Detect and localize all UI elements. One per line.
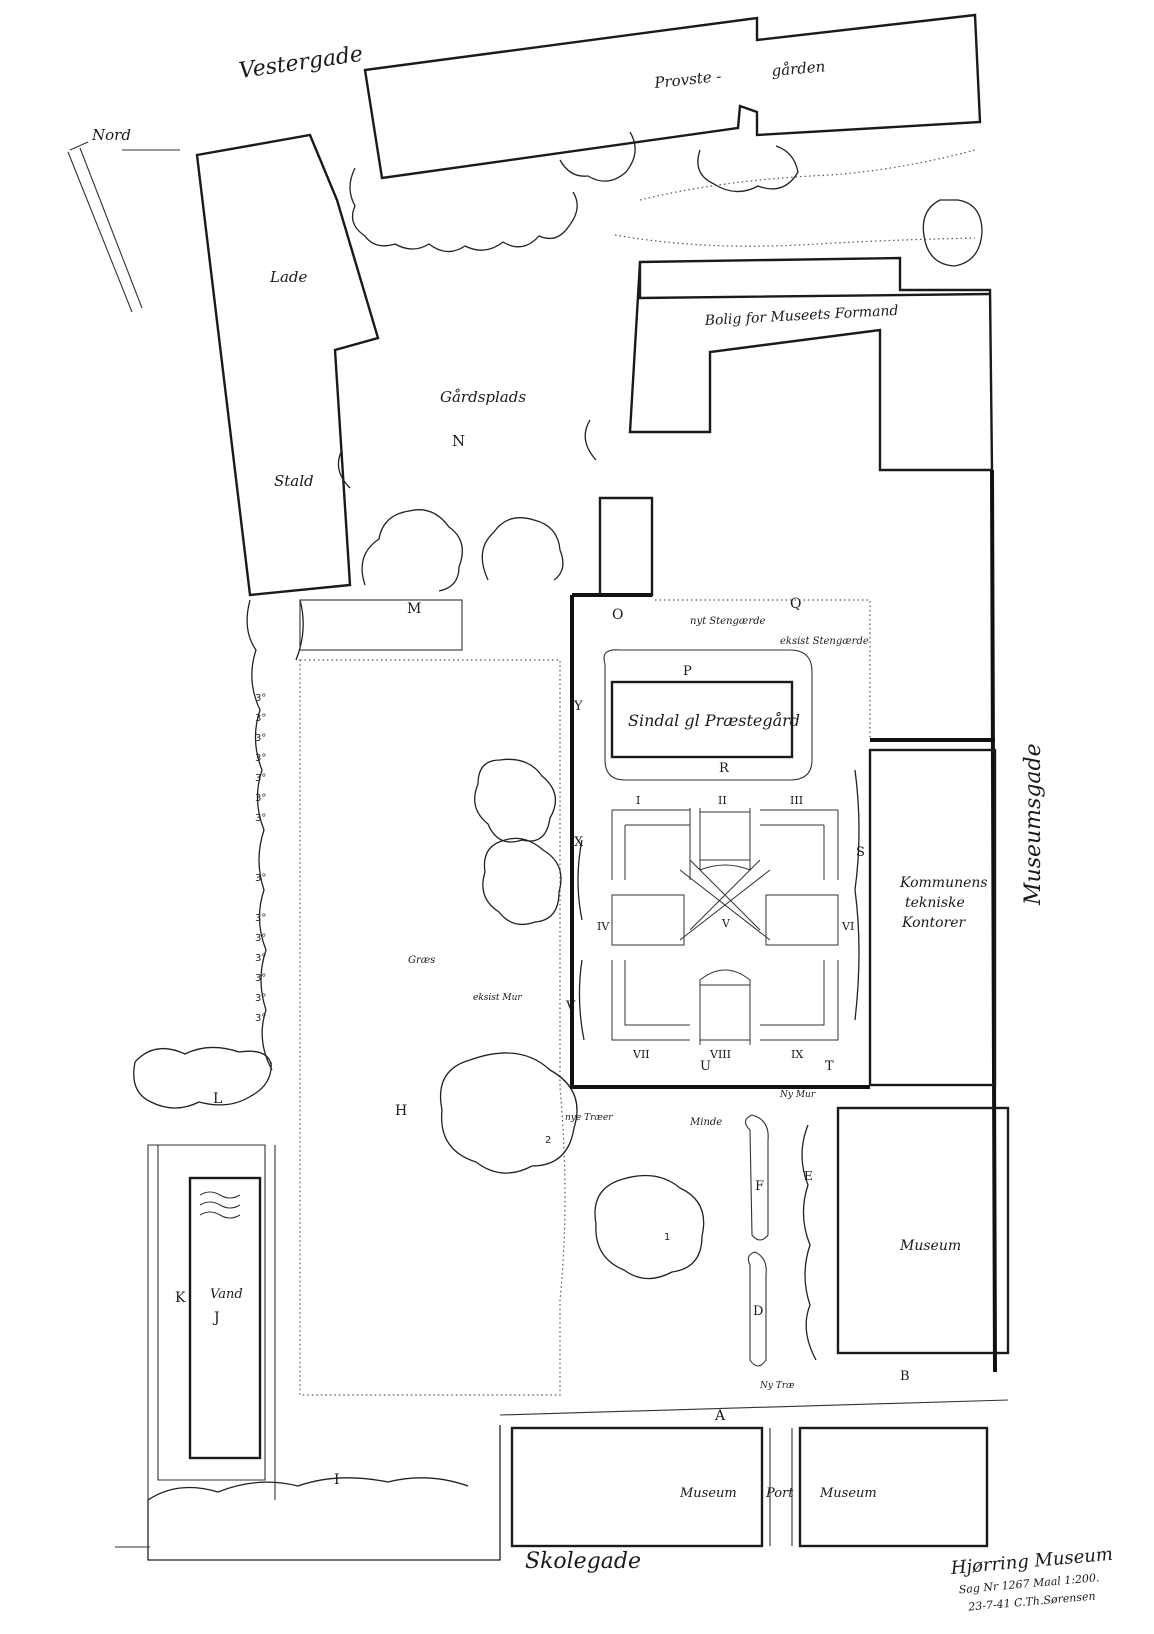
- building-provstegaarden: [363, 13, 982, 180]
- parterre: [611, 808, 839, 1045]
- zone-M: M: [407, 601, 421, 617]
- street-museumsgade: Museumsgade: [1021, 743, 1046, 906]
- provstegaarden-label-1: Provste -: [653, 67, 723, 92]
- svg-text:3°: 3°: [255, 973, 266, 984]
- svg-text:3°: 3°: [255, 713, 266, 724]
- garden-IV: IV: [597, 920, 610, 933]
- note-ny-trae: Ny Træ: [759, 1381, 795, 1391]
- zone-R: R: [719, 761, 730, 776]
- sindal-label: Sindal gl Præstegård: [628, 711, 800, 730]
- note-ny-mur: Ny Mur: [779, 1090, 816, 1100]
- kommunens-label-2: tekniske: [905, 895, 965, 911]
- zone-Q: Q: [790, 596, 801, 612]
- street-vestergade: Vestergade: [237, 42, 364, 84]
- svg-text:3°: 3°: [255, 813, 266, 824]
- zone-S: S: [856, 845, 865, 860]
- svg-text:2: 2: [545, 1135, 551, 1146]
- title-block: Hjørring Museum Sag Nr 1267 Maal 1:200. …: [949, 1544, 1114, 1614]
- garden-VI: VI: [841, 920, 854, 933]
- note-eksist-stengaerde: eksist Stengærde: [780, 636, 869, 647]
- garden-VII: VII: [632, 1048, 650, 1061]
- vand-label: Vand: [210, 1287, 243, 1302]
- note-nye-traeer: nye Træer: [565, 1113, 613, 1123]
- svg-text:3°: 3°: [255, 753, 266, 764]
- garden-I: I: [636, 794, 640, 807]
- north-arrow: Nord: [67, 126, 180, 313]
- building-kommunens: [868, 748, 997, 1087]
- zone-X: X: [574, 835, 584, 850]
- garden-VIII: VIII: [709, 1048, 731, 1061]
- minde-label: Minde: [689, 1117, 722, 1128]
- zone-U: U: [700, 1059, 711, 1074]
- building-museum-east: [836, 1106, 1010, 1355]
- zone-A: A: [714, 1408, 726, 1424]
- area-I-hedges: [147, 1425, 501, 1561]
- zone-E: E: [804, 1169, 813, 1183]
- svg-text:3°: 3°: [255, 773, 266, 784]
- garden-V: V: [721, 917, 731, 930]
- pond: [188, 1176, 262, 1460]
- museum-south-left-label: Museum: [679, 1486, 737, 1501]
- lawn-H: [299, 659, 566, 1396]
- svg-text:3°: 3°: [255, 693, 266, 704]
- stald-label: Stald: [274, 472, 314, 490]
- zone-J: J: [212, 1310, 220, 1326]
- graes-label: Græs: [408, 955, 435, 966]
- svg-text:3°: 3°: [255, 793, 266, 804]
- svg-text:3°: 3°: [255, 873, 266, 884]
- north-label: Nord: [91, 126, 131, 144]
- svg-text:3°: 3°: [255, 993, 266, 1004]
- zone-D: D: [753, 1304, 763, 1319]
- zone-Y: Y: [573, 699, 583, 714]
- zone-H: H: [395, 1103, 407, 1119]
- zone-I: I: [334, 1472, 340, 1488]
- svg-text:3°: 3°: [255, 953, 266, 964]
- building-bolig: [628, 256, 994, 472]
- note-eksist-mur: eksist Mur: [473, 993, 522, 1003]
- zone-P: P: [683, 664, 692, 679]
- street-skolegade: Skolegade: [525, 1549, 641, 1574]
- trees-lawn: 2 1: [439, 758, 705, 1280]
- zone-V: V: [565, 999, 576, 1014]
- provstegaarden-label-2: gården: [771, 57, 826, 80]
- building-lade-stald: [195, 133, 380, 597]
- museum-south-right-label: Museum: [819, 1486, 877, 1501]
- bolig-label: Bolig for Museets Formand: [703, 303, 898, 329]
- building-sindal: [610, 680, 794, 759]
- zone-F: F: [755, 1179, 764, 1194]
- hedge-west-numbers: 3° 3° 3° 3° 3° 3° 3° 3° 3° 3° 3° 3° 3° 3°: [255, 693, 266, 1024]
- building-museum-south-left: [510, 1426, 764, 1548]
- lade-label: Lade: [269, 268, 308, 286]
- hedge-west: [246, 599, 304, 1071]
- svg-text:3°: 3°: [255, 913, 266, 924]
- svg-text:3°: 3°: [255, 1013, 266, 1024]
- zone-B: B: [900, 1369, 910, 1384]
- building-museum-south-right: [798, 1426, 989, 1548]
- zone-K: K: [175, 1290, 186, 1306]
- gaardsplads-label: Gårdsplads: [440, 388, 526, 406]
- zone-N: N: [452, 432, 465, 450]
- svg-text:3°: 3°: [255, 933, 266, 944]
- note-nyt-stengaerde: nyt Stengærde: [690, 616, 765, 627]
- garden-II: II: [718, 794, 727, 807]
- garden-III: III: [790, 794, 803, 807]
- port-label: Port: [765, 1486, 794, 1501]
- svg-text:3°: 3°: [255, 733, 266, 744]
- walled-garden-wall: [570, 593, 870, 1089]
- museum-east-label: Museum: [899, 1238, 961, 1254]
- tree-row-north: [349, 131, 983, 267]
- kommunens-label-1: Kommunens: [899, 875, 988, 891]
- zone-L: L: [213, 1091, 222, 1107]
- kommunens-label-3: Kontorer: [901, 915, 967, 931]
- svg-text:1: 1: [664, 1232, 670, 1243]
- garden-IX: IX: [791, 1048, 803, 1061]
- zone-O: O: [612, 607, 623, 623]
- zone-T: T: [825, 1059, 834, 1074]
